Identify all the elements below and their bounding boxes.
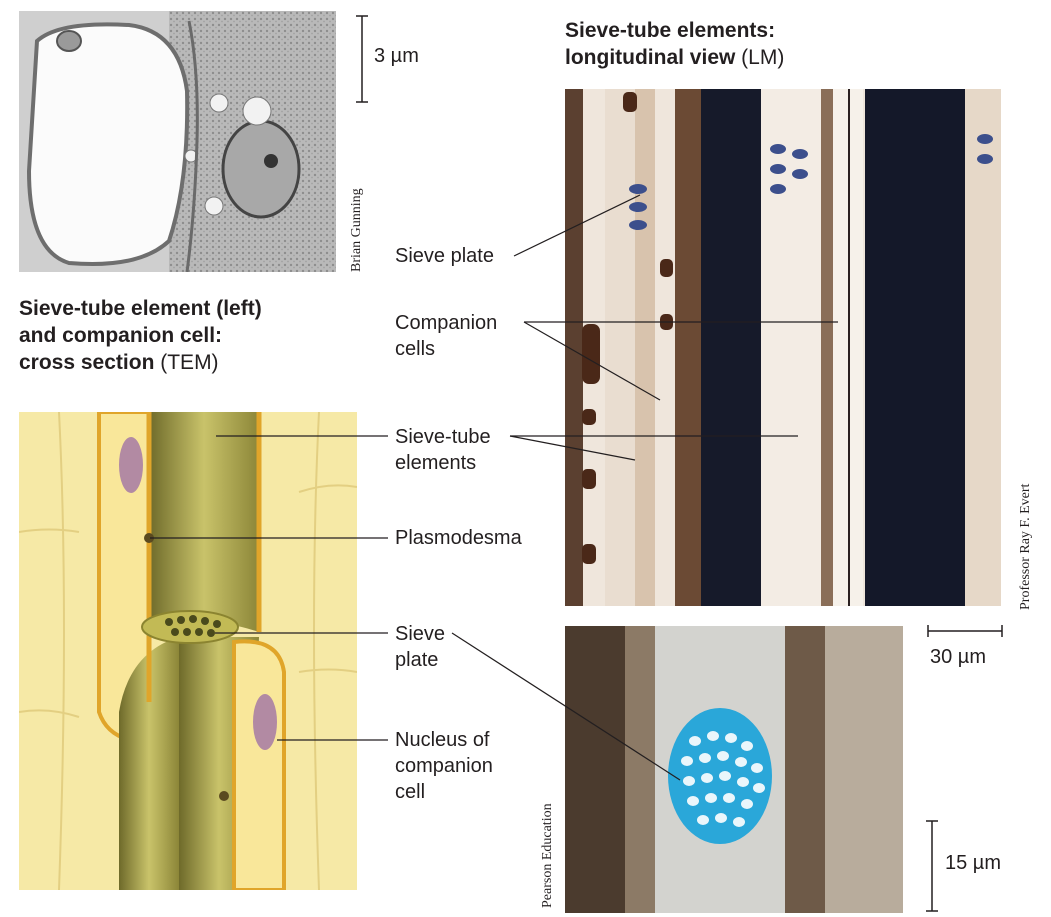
label-sieve-plate-mid: Sieve plate — [395, 621, 445, 673]
tem-micrograph — [19, 11, 336, 272]
sieve-plate-micrograph-image — [565, 626, 903, 913]
tem-scale-bar — [355, 15, 369, 103]
label-sieve-tube-line2: elements — [395, 452, 477, 474]
label-nucleus-line2: companion — [395, 755, 493, 777]
sieve-plate-scale-bar — [925, 820, 939, 912]
label-sieve-tube-line1: Sieve-tube — [395, 426, 491, 448]
tem-scale-label: 3 µm — [374, 45, 419, 67]
label-sieve-plate-mid-line2: plate — [395, 649, 439, 671]
lm-title: Sieve-tube elements: longitudinal view (… — [565, 17, 784, 71]
leader-sieve-tube-lm-left — [509, 435, 636, 461]
phloem-illustration-image — [19, 412, 357, 890]
label-sieve-plate-top: Sieve plate — [395, 245, 494, 267]
tem-micrograph-image — [19, 11, 336, 272]
lm-title-line1: Sieve-tube elements: — [565, 19, 776, 42]
label-plasmodesma: Plasmodesma — [395, 527, 522, 549]
tem-title-line2: and companion cell: — [19, 324, 223, 347]
lm-scale-bar — [927, 624, 1003, 638]
label-sieve-plate-mid-line1: Sieve — [395, 623, 446, 645]
sieve-plate-scale-label: 15 µm — [945, 852, 1001, 874]
sieve-plate-micrograph — [565, 626, 903, 913]
leader-sieve-plate-micrograph — [451, 632, 681, 781]
tem-title-line1: Sieve-tube element (left) — [19, 297, 262, 320]
label-nucleus: Nucleus of companion cell — [395, 727, 493, 805]
lm-title-line2: longitudinal view — [565, 46, 736, 69]
lm-title-method: (LM) — [735, 46, 785, 69]
tem-title-line3: cross section — [19, 351, 155, 374]
label-companion-cells-line1: Companion — [395, 312, 498, 334]
tem-title: Sieve-tube element (left) and companion … — [19, 295, 262, 376]
label-sieve-tube-elements: Sieve-tube elements — [395, 424, 491, 476]
label-nucleus-line3: cell — [395, 781, 426, 803]
phloem-illustration — [19, 412, 357, 890]
lm-micrograph-image — [565, 89, 1001, 606]
lm-micrograph — [565, 89, 1001, 606]
leader-sieve-plate-top — [513, 194, 641, 257]
label-companion-cells: Companion cells — [395, 310, 497, 362]
lm-scale-label: 30 µm — [930, 646, 986, 668]
leader-companion-cells-left — [523, 321, 661, 401]
tem-title-method: (TEM) — [154, 351, 219, 374]
label-nucleus-line1: Nucleus of — [395, 729, 490, 751]
label-companion-cells-line2: cells — [395, 338, 436, 360]
